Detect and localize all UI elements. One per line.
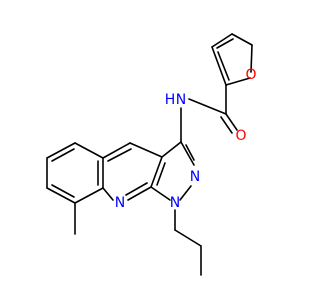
- bond: [150, 186, 171, 201]
- bond: [211, 33, 233, 48]
- bond: [220, 116, 233, 134]
- bond: [46, 187, 76, 204]
- bond: [225, 113, 238, 131]
- bond: [185, 144, 195, 161]
- bond: [174, 229, 202, 247]
- bond: [102, 187, 114, 201]
- bond: [51, 148, 75, 162]
- molecule-diagram: O O N H N N N: [46, 33, 257, 276]
- bond: [107, 148, 132, 162]
- pyrazole-n2-label: N: [190, 169, 200, 185]
- pyridine-ring: [102, 142, 163, 201]
- bond: [46, 142, 76, 159]
- pyrazole-n1-label: N: [170, 195, 180, 211]
- bond: [102, 142, 131, 159]
- benzene-ring: [46, 142, 104, 204]
- pyrazole-ring: [150, 141, 195, 201]
- atom-labels: O O N H N N N: [115, 67, 257, 211]
- bond: [161, 141, 182, 158]
- propyl-chain: [174, 209, 202, 276]
- bond: [216, 38, 234, 49]
- bond: [188, 98, 227, 115]
- bond: [217, 51, 230, 81]
- amide-hydrogen-label: H: [165, 92, 176, 108]
- bond: [150, 156, 163, 188]
- furan-ring: [211, 33, 253, 86]
- amide-nitrogen-label: N: [176, 92, 186, 108]
- bond: [180, 141, 195, 166]
- quinoline-nitrogen-label: N: [115, 195, 125, 211]
- amide-group: [188, 84, 238, 134]
- furan-oxygen-label: O: [245, 67, 256, 83]
- bond: [231, 33, 253, 46]
- bond: [250, 44, 253, 73]
- structure-svg: O O N H N N N: [46, 33, 257, 276]
- bond: [127, 186, 152, 201]
- carbonyl-oxygen-label: O: [235, 128, 246, 144]
- bond: [74, 187, 104, 204]
- bond: [179, 185, 192, 201]
- bond: [156, 162, 166, 186]
- bond: [211, 46, 227, 86]
- bond: [129, 142, 163, 158]
- bond: [74, 142, 104, 159]
- bond: [225, 77, 251, 86]
- bond: [125, 182, 148, 196]
- bond: [51, 184, 75, 198]
